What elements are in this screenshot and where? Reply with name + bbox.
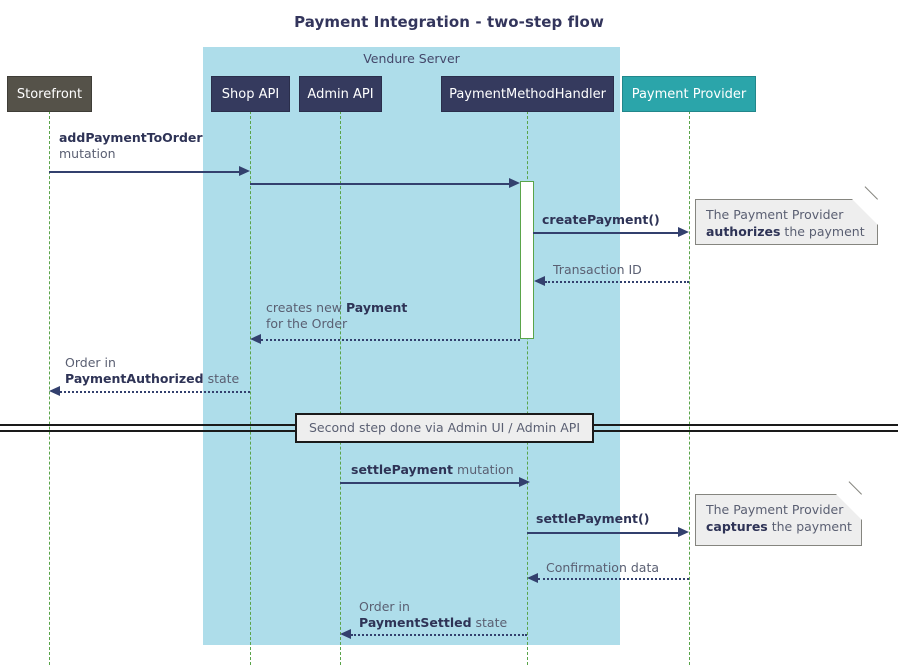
note-line-2-plain: the payment [780,224,865,239]
note-line-1: The Payment Provider [706,207,844,222]
message-label-plain: mutation [59,145,116,161]
message-label-plain: Transaction ID [553,262,642,277]
divider-label-second-step: Second step done via Admin UI / Admin AP… [295,413,594,443]
arrowhead-right-icon [678,227,689,237]
note-line-2-bold: captures [706,519,768,534]
participant-admin-api[interactable]: Admin API [299,76,382,112]
arrowhead-right-icon [509,178,520,188]
message-label-line-1-plain: Order in [359,599,410,614]
message-label-order-payment-authorized: Order in PaymentAuthorized state [65,355,239,386]
note-line-2-bold: authorizes [706,224,781,239]
message-arrow-create-payment [533,232,679,234]
arrowhead-left-icon [250,334,261,344]
arrowhead-left-icon [340,629,351,639]
arrowhead-left-icon [527,573,538,583]
group-box-vendure-server [203,47,620,645]
message-arrow-order-payment-authorized [60,391,250,393]
note-fold-corner-icon [852,199,878,225]
message-label-plain: mutation [453,462,514,477]
participant-payment-provider[interactable]: Payment Provider [622,76,756,112]
message-arrow-transaction-id [545,281,689,283]
participant-storefront[interactable]: Storefront [7,76,92,112]
arrowhead-right-icon [678,527,689,537]
message-label-line-2-bold: PaymentSettled [359,614,472,630]
message-label-bold: settlePayment() [536,511,650,526]
message-label-transaction-id: Transaction ID [553,262,642,278]
message-label-line-2-plain: state [203,370,240,386]
message-label-bold: settlePayment [351,462,454,477]
message-arrow-settle-payment-call [527,532,679,534]
message-label-confirmation-data: Confirmation data [546,560,659,576]
message-arrow-creates-new-payment [261,339,520,341]
message-label-line-1-bold: Payment [345,300,408,315]
message-label-line-2-plain: for the Order [266,315,348,331]
message-label-creates-new-payment: creates new Payment for the Order [266,300,407,331]
arrowhead-left-icon [534,276,545,286]
message-label-line-2-plain: state [471,614,508,630]
message-label-bold: addPaymentToOrder [59,130,203,145]
arrowhead-right-icon [239,166,250,176]
message-arrow-shop-api-to-handler [250,183,510,185]
arrowhead-right-icon [519,477,530,487]
message-label-create-payment: createPayment() [542,212,660,228]
message-arrow-confirmation-data [538,578,689,580]
lifeline-admin-api [340,111,341,665]
message-label-settle-payment-call: settlePayment() [536,511,649,527]
message-label-settle-payment-mutation: settlePayment mutation [351,462,514,478]
participant-payment-method-handler[interactable]: PaymentMethodHandler [441,76,614,112]
page-title: Payment Integration - two-step flow [294,13,604,31]
note-authorizes: The Payment Provider authorizes the paym… [695,186,878,245]
arrowhead-left-icon [49,386,60,396]
message-label-line-2-bold: PaymentAuthorized [65,370,204,386]
participant-shop-api[interactable]: Shop API [211,76,290,112]
lifeline-payment-provider [689,111,690,665]
message-label-add-payment-to-order: addPaymentToOrder mutation [59,130,203,161]
activation-bar-payment-method-handler [520,181,534,339]
message-label-line-1-plain: creates new [266,300,346,315]
note-fold-line-icon [864,186,878,200]
lifeline-payment-method-handler [527,111,528,665]
message-label-plain: Confirmation data [546,560,660,575]
note-line-2-plain: the payment [767,519,852,534]
note-captures: The Payment Provider captures the paymen… [695,481,862,546]
message-arrow-settle-payment-mutation [340,482,520,484]
note-fold-line-icon [848,481,862,495]
lifeline-shop-api [250,111,251,665]
message-label-bold: createPayment() [542,212,660,227]
note-line-1: The Payment Provider [706,502,844,517]
message-label-line-1-plain: Order in [65,355,116,370]
note-fold-corner-icon [836,494,862,520]
group-label-vendure-server: Vendure Server [363,51,460,66]
message-arrow-order-payment-settled [351,634,527,636]
message-arrow-add-payment-to-order [49,171,240,173]
message-label-order-payment-settled: Order in PaymentSettled state [359,599,507,630]
